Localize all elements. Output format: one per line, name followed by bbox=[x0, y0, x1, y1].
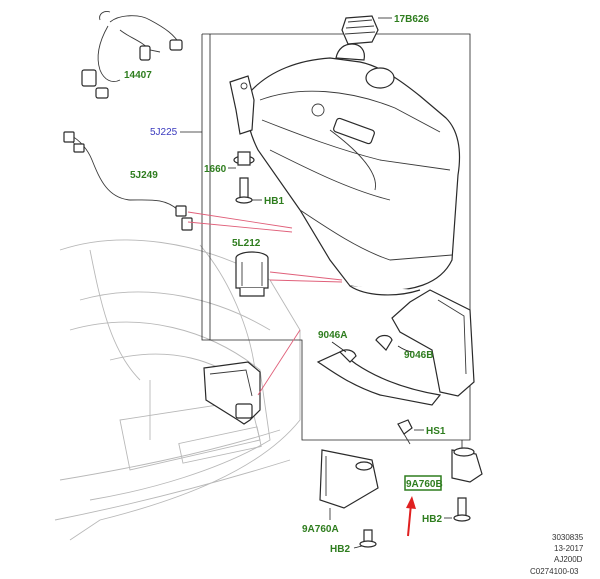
callout-HB2-left: HB2 bbox=[330, 544, 350, 555]
callout-14407: 14407 bbox=[124, 70, 152, 81]
strap-9046A bbox=[316, 341, 442, 406]
callout-17B626: 17B626 bbox=[394, 14, 429, 25]
reference-line-3: AJ200D bbox=[554, 555, 583, 564]
callout-9A760B: 9A760B bbox=[406, 479, 443, 490]
wiring-harness-14407 bbox=[81, 11, 183, 99]
mount-9A760B bbox=[451, 440, 483, 483]
callout-5L212: 5L212 bbox=[232, 238, 261, 249]
vehicle-rear-outline bbox=[54, 239, 301, 541]
callout-highlight-box bbox=[404, 475, 442, 491]
callout-5J249: 5J249 bbox=[130, 170, 158, 181]
callout-9046A: 9046A bbox=[318, 330, 347, 341]
assembly-frame bbox=[180, 33, 471, 441]
routing-guide-lines bbox=[187, 211, 343, 283]
bush-1660 bbox=[228, 151, 255, 169]
reference-line-2: 13-2017 bbox=[554, 544, 584, 553]
callout-1660: 1660 bbox=[204, 164, 227, 175]
mount-9A760A bbox=[319, 449, 379, 520]
filler-cap-17B626 bbox=[341, 15, 392, 45]
pump-5L212 bbox=[235, 251, 269, 297]
reference-line-1: 3030835 bbox=[552, 533, 584, 542]
reference-line-4: C0274100-03 bbox=[530, 567, 579, 576]
callout-HB1: HB1 bbox=[264, 196, 284, 207]
highlight-arrow bbox=[406, 496, 416, 537]
sensor-harness-5J249 bbox=[63, 131, 193, 231]
bolt-HB1 bbox=[235, 177, 262, 204]
bolt-HB2-left bbox=[353, 529, 377, 549]
reference-block: 3030835 13-2017 AJ200D C0274100-03 bbox=[530, 533, 584, 576]
tank-location-in-vehicle bbox=[203, 329, 301, 425]
callout-HS1: HS1 bbox=[426, 426, 446, 437]
callout-9046B: 9046B bbox=[404, 350, 433, 361]
callout-9A760A: 9A760A bbox=[302, 524, 339, 535]
screw-HS1 bbox=[397, 419, 424, 445]
mounting-bracket-top bbox=[229, 75, 255, 135]
bracket-9046B bbox=[375, 289, 475, 397]
fluid-tank bbox=[246, 43, 461, 296]
callout-HB2-right: HB2 bbox=[422, 514, 442, 525]
callout-5J225: 5J225 bbox=[150, 127, 178, 138]
bolt-HB2-right bbox=[444, 497, 471, 522]
